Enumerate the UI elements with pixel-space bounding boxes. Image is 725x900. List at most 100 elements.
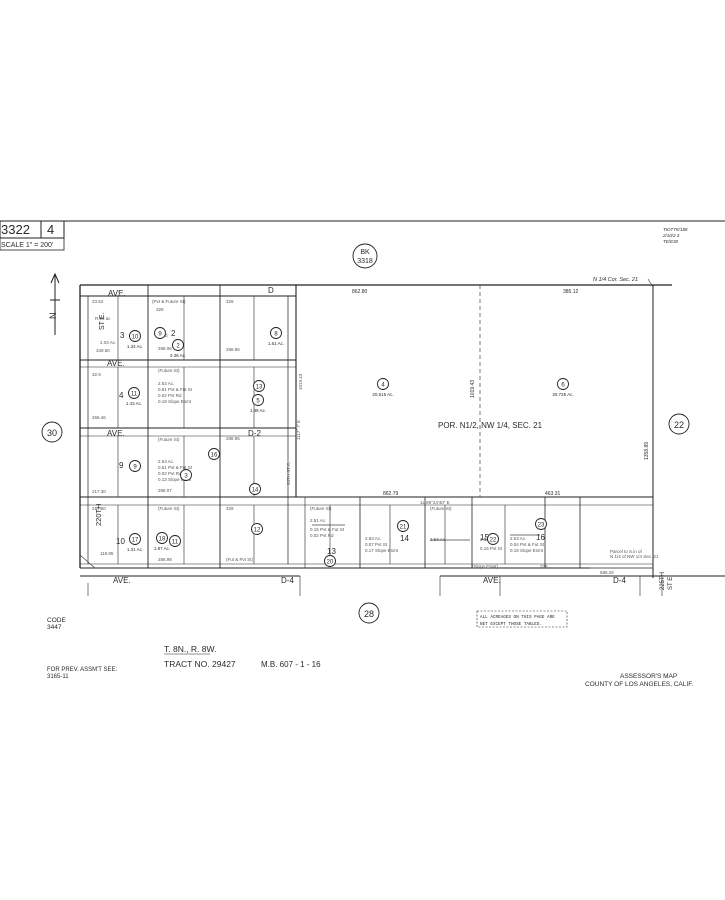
parcel-number: 18 — [159, 536, 166, 542]
parcel-circle — [129, 460, 141, 472]
dim-mid-right: 1019.43 — [470, 380, 476, 398]
dim-right-side: 1358.89 — [644, 442, 650, 460]
svg-text:0.04 Pvt & Fut St: 0.04 Pvt & Fut St — [510, 542, 545, 547]
parcel-marker: 11 — [169, 535, 181, 547]
parcel-marker: 20 — [324, 555, 336, 567]
svg-text:2.04 Ac.: 2.04 Ac. — [100, 340, 116, 345]
section-note: POR. N1/2, NW 1/4, SEC. 21 — [438, 421, 543, 430]
book-page-header: 3322 4 SCALE 1" = 200' — [0, 220, 65, 251]
township: T. 8N., R. 8W. — [164, 644, 216, 654]
svg-text:266.46: 266.46 — [92, 415, 106, 420]
scale-box — [0, 237, 65, 251]
parcel-marker: 5 1.38 Ac. — [250, 394, 266, 413]
parcel-number: 5 — [256, 398, 260, 404]
svg-text:25TH ST E.: 25TH ST E. — [286, 462, 291, 485]
svg-text:2.53 Ac.: 2.53 Ac. — [158, 381, 174, 386]
street-ave-south-right: AVE. — [483, 576, 501, 585]
parcel-number: 2 — [176, 343, 180, 349]
south-book-circle — [358, 602, 380, 624]
parcel-circle — [253, 380, 265, 392]
parcel-number: 20 — [327, 559, 334, 565]
dim-bottom-right: 463.31 — [545, 491, 561, 497]
parcel-number: 11 — [131, 391, 138, 397]
svg-text:(Slope Esmt): (Slope Esmt) — [472, 564, 499, 569]
notice-box — [476, 610, 568, 628]
svg-text:(Fut & Pvt St): (Fut & Pvt St) — [226, 557, 254, 562]
svg-text:329: 329 — [540, 564, 548, 569]
svg-text:(Future St): (Future St) — [158, 506, 180, 511]
code-value: 3447 — [47, 624, 62, 631]
acreage-notice: ALL ACREAGES ON THIS PAGE ARE NET EXCEPT… — [476, 610, 568, 628]
svg-text:0.15 Pvt St: 0.15 Pvt St — [480, 546, 503, 551]
book-number: 3322 — [1, 222, 30, 237]
parcel-circle — [249, 483, 261, 495]
scale-label: SCALE 1" = 200' — [1, 242, 53, 249]
parcel-circle — [535, 518, 547, 530]
svg-text:Parcel to S.in of: Parcel to S.in of — [610, 549, 643, 554]
assessor-map-title: ASSESSOR'S MAP — [620, 673, 677, 680]
parcel-number: 16 — [211, 452, 218, 458]
parcel-area: 1.43 Ac. — [126, 401, 142, 406]
parcel-number: 8 — [274, 331, 278, 337]
parcel-number: 10 — [132, 334, 139, 340]
section-corner-note: N 1/4 Cor. Sec. 21 — [593, 277, 638, 283]
svg-text:1L 89°24'40" E: 1L 89°24'40" E — [420, 500, 450, 505]
parcel-number: 9 — [133, 464, 137, 470]
dim-mid-bottom: 862.79 — [383, 491, 399, 497]
parcel-marker: 22 — [487, 533, 499, 545]
lot-number: 13 — [327, 547, 336, 556]
lot-number: 10 — [116, 537, 125, 546]
street-225th-b: ST E. — [668, 575, 674, 590]
north-book-circle — [352, 243, 378, 269]
svg-text:0.13 Slope Esmt: 0.13 Slope Esmt — [158, 477, 192, 482]
street-ave-south-left: AVE. — [113, 576, 131, 585]
parcel-area: 1.31 Ac. — [127, 547, 143, 552]
parcel-circle — [557, 378, 569, 390]
parcel-area: 3.38 Ac. — [170, 353, 186, 358]
parcel-marker: 81.61 Ac. — [268, 327, 284, 346]
parcel-circle — [251, 523, 263, 535]
parcel-area: 20.615 Ac. — [372, 392, 393, 397]
parcel-marker: 14 — [249, 483, 261, 495]
stamp-line-2: 2/10/2.3 — [662, 233, 680, 238]
svg-text:286.96: 286.96 — [226, 347, 240, 352]
dimensions: 862.80 385.12 1358.89 862.79 1019.43 463… — [352, 289, 650, 497]
svg-text:1117° 7' E: 1117° 7' E — [296, 420, 301, 440]
svg-text:N 1/4 of NW 1/4 Sec. 21: N 1/4 of NW 1/4 Sec. 21 — [610, 554, 659, 559]
svg-text:0.02 Pvt Rd: 0.02 Pvt Rd — [158, 393, 182, 398]
svg-text:32.9: 32.9 — [92, 372, 101, 377]
parcel-circle — [397, 520, 409, 532]
handwritten-annotations: 23.52 R.16 ac 2.04 Ac. 349.60 (Pvt & Fut… — [92, 299, 659, 575]
svg-text:(Pvt & Future St): (Pvt & Future St) — [152, 299, 186, 304]
parcel-number: 22 — [490, 537, 497, 543]
street-west: ST E. — [99, 313, 106, 330]
svg-text:329: 329 — [226, 299, 234, 304]
parcel-marker: 2 3.38 Ac. — [170, 339, 186, 358]
svg-text:0.17 Slope Esmt: 0.17 Slope Esmt — [365, 548, 399, 553]
parcel-marker: 9 — [154, 327, 166, 339]
parcel-number: 11 — [172, 539, 179, 545]
svg-text:0.02 Pvt Rd: 0.02 Pvt Rd — [310, 533, 334, 538]
parcel-circle — [169, 535, 181, 547]
parcel-marker: 23 — [535, 518, 547, 530]
parcel-area: 1.38 Ac. — [250, 408, 266, 413]
parcel-marker: 11 1.43 Ac. — [126, 387, 142, 406]
svg-text:2.53 Ac.: 2.53 Ac. — [510, 536, 526, 541]
parcel-number: 21 — [400, 524, 407, 530]
svg-text:349.60: 349.60 — [96, 348, 110, 353]
map-footer: CODE 3447 T. 8N., R. 8W. TRACT NO. 29427… — [47, 617, 693, 688]
map-book-reference: M.B. 607 - 1 - 16 — [261, 660, 321, 669]
svg-text:1019.43: 1019.43 — [298, 373, 303, 390]
svg-text:0.51 Pvt & Fut St: 0.51 Pvt & Fut St — [158, 387, 193, 392]
svg-text:0.19 Slope Esmt: 0.19 Slope Esmt — [158, 399, 192, 404]
parcel-circle — [156, 532, 168, 544]
svg-text:0.15 Pvt & Fut St: 0.15 Pvt & Fut St — [310, 527, 345, 532]
svg-text:286.98: 286.98 — [158, 557, 172, 562]
lot-number: 2 — [171, 329, 176, 338]
lot-number: 3 — [120, 331, 125, 340]
parcel-marker: 101.34 Ac. — [127, 330, 143, 349]
parcel-marker: 620.725 Ac. — [552, 378, 574, 397]
parcel-area: 20.725 Ac. — [552, 392, 573, 397]
street-ave-north: AVE. — [108, 289, 126, 298]
